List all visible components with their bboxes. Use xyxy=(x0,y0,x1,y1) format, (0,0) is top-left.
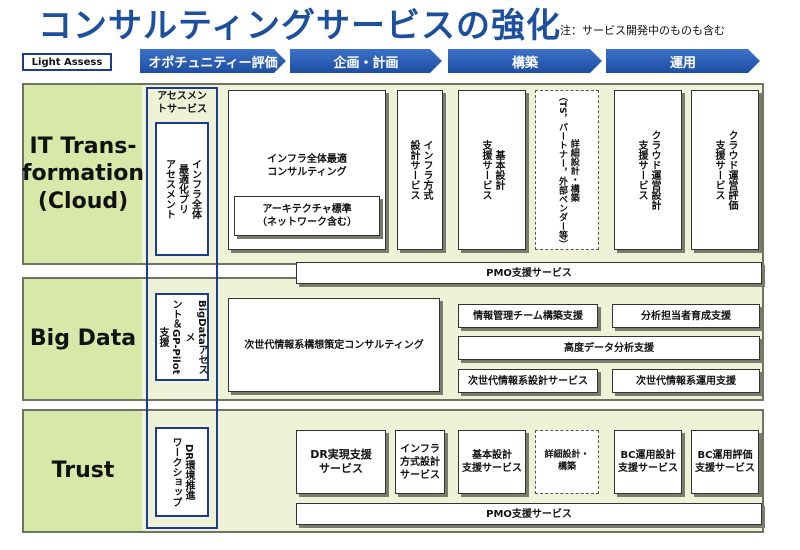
assessment-service-header: アセスメン トサービス xyxy=(157,91,207,115)
advanced-data-analysis-box: 高度データ分析支援 xyxy=(458,336,760,360)
infra-pre-assessment-box: インフラ全体 最適化プリ アセスメント xyxy=(155,122,209,256)
dr-workshop-box: DR環境推進 ワークショップ xyxy=(155,427,209,517)
analyst-training-box: 分析担当者育成支援 xyxy=(612,304,760,328)
row-label-it-transformation: IT Trans- formation (Cloud) xyxy=(22,85,144,263)
trust-basic-design-box: 基本設計 支援サービス xyxy=(458,430,526,494)
page-title: コンサルティングサービスの強化 xyxy=(38,6,561,46)
phase-planning: 企画・計画 xyxy=(290,49,442,73)
dr-support-box: DR実現支援 サービス xyxy=(296,430,386,494)
infra-design-service-box: インフラ方式 設計サービス xyxy=(397,90,443,250)
basic-design-support-box: 基本設計 支援サービス xyxy=(458,90,526,250)
row-label-trust: Trust xyxy=(24,411,142,531)
next-gen-info-consulting-box: 次世代情報系構想策定コンサルティング xyxy=(228,298,440,392)
bc-ops-eval-box: BC運用評価 支援サービス xyxy=(691,430,759,494)
phase-opportunity: オポチュニティー評価 xyxy=(140,49,286,73)
next-gen-design-service-box: 次世代情報系設計サービス xyxy=(458,369,598,393)
architecture-standard-box: アーキテクチャ標準 （ネットワーク含む） xyxy=(234,196,380,236)
assessment-column xyxy=(146,87,218,529)
trust-pmo-support-bar: PMO支援サービス xyxy=(296,503,762,525)
light-assess-label: Light Assess xyxy=(22,53,112,71)
bigdata-assessment-box: BigDataアセスメ ント＆GP-Pilot 支援 xyxy=(155,293,209,381)
trust-detail-build-box: 詳細設計・ 構築 xyxy=(535,430,599,494)
detail-design-build-box: 詳細設計・構築 （TS，パートナー，外部ベンダー等） xyxy=(535,90,599,250)
info-team-support-box: 情報管理チーム構築支援 xyxy=(458,304,598,328)
row-label-big-data: Big Data xyxy=(24,279,142,399)
footnote: 注：サービス開発中のものも含む xyxy=(560,24,725,37)
bc-ops-design-box: BC運用設計 支援サービス xyxy=(614,430,682,494)
cloud-ops-eval-box: クラウド運営評価 支援サービス xyxy=(691,90,759,250)
phase-operation: 運用 xyxy=(606,49,760,73)
phase-build: 構築 xyxy=(448,49,602,73)
next-gen-ops-support-box: 次世代情報系運用支援 xyxy=(612,369,760,393)
it-pmo-support-bar: PMO支援サービス xyxy=(296,262,762,284)
trust-infra-design-box: インフラ 方式設計 サービス xyxy=(395,430,445,494)
cloud-ops-design-box: クラウド運営設計 支援サービス xyxy=(614,90,682,250)
